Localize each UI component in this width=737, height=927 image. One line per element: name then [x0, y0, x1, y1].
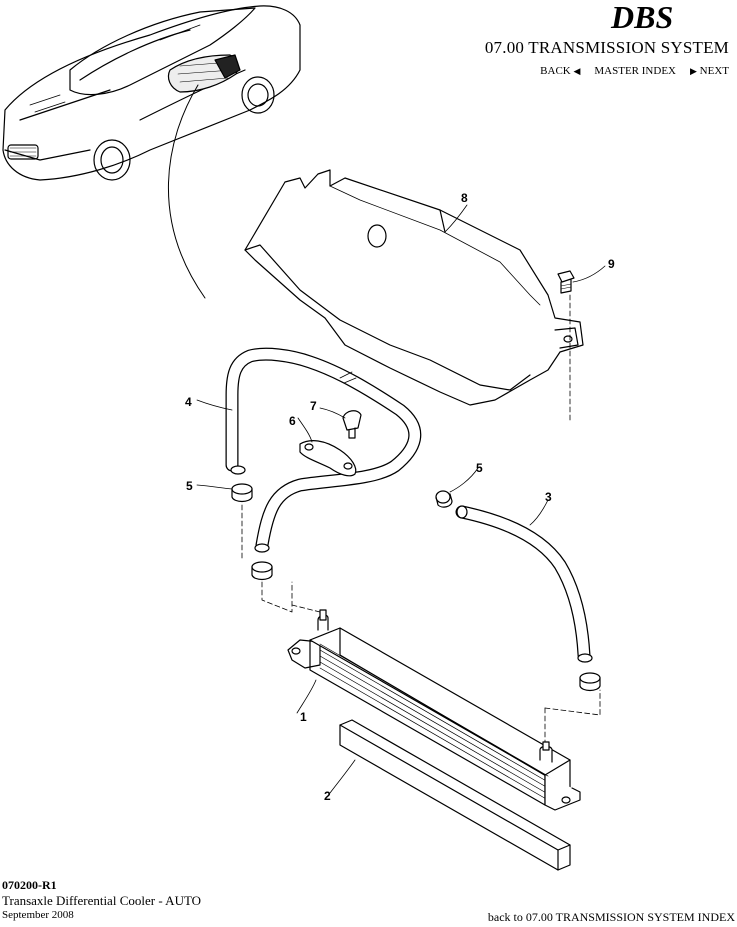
- brand-logo: DBS: [609, 0, 729, 39]
- next-link[interactable]: ▶ NEXT: [690, 65, 729, 77]
- callout-9-label: 9: [608, 257, 615, 271]
- part-code: 070200-R1: [2, 878, 57, 892]
- part-7-clip: [342, 410, 362, 439]
- part-5-clamp-left: [231, 483, 273, 581]
- logo-text: DBS: [610, 0, 673, 34]
- section-title: 07.00 TRANSMISSION SYSTEM: [484, 38, 729, 57]
- back-to-index-link[interactable]: back to 07.00 TRANSMISSION SYSTEM INDEX: [487, 910, 735, 924]
- part-5-clamp-right: [435, 490, 601, 692]
- callout-4-label: 4: [185, 395, 192, 409]
- triangle-left-icon: ◀: [573, 66, 581, 76]
- triangle-right-icon: ▶: [690, 66, 697, 76]
- callout-6-label: 6: [289, 414, 296, 428]
- part-8-heat-shield: [244, 169, 584, 406]
- callout-7-label: 7: [310, 399, 317, 413]
- part-3-hose: [455, 505, 593, 663]
- callout-8-label: 8: [461, 191, 468, 205]
- callout-1-label: 1: [300, 710, 307, 724]
- callout-2-label: 2: [324, 789, 331, 803]
- part-2-foam-pad: [339, 719, 571, 871]
- part-description: Transaxle Differential Cooler - AUTO: [2, 893, 202, 908]
- back-link[interactable]: BACK ◀: [540, 65, 580, 77]
- car-illustration: [2, 5, 301, 299]
- callout-5a-label: 5: [186, 479, 193, 493]
- part-4-hose: [225, 347, 422, 553]
- callout-leaders: [196, 204, 606, 794]
- publication-date: September 2008: [2, 909, 74, 921]
- callout-5b-label: 5: [476, 461, 483, 475]
- part-9-bolt: [557, 270, 575, 421]
- callout-3-label: 3: [545, 490, 552, 504]
- footer-info: 070200-R1 Transaxle Differential Cooler …: [2, 878, 201, 923]
- master-index-link[interactable]: MASTER INDEX: [594, 65, 676, 77]
- assembly-guide-lines: [241, 504, 601, 746]
- part-1-oil-cooler: [287, 609, 581, 811]
- back-label: BACK: [540, 65, 571, 77]
- next-label: NEXT: [699, 65, 729, 77]
- part-6-bracket: [299, 440, 357, 477]
- navigation-bar: BACK ◀ MASTER INDEX ▶ NEXT: [540, 65, 729, 77]
